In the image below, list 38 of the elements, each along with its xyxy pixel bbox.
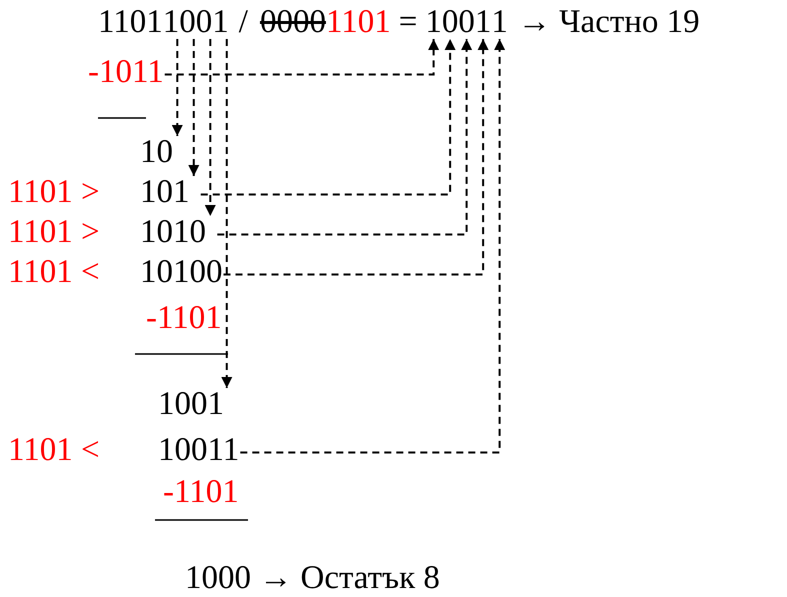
math-text: 1101: [98, 6, 163, 39]
dashed-arrow: [164, 39, 440, 76]
dashed-arrow: [188, 39, 200, 176]
math-text: 1101 >: [8, 216, 100, 249]
number-text: 0: [458, 6, 475, 39]
math-text: 1101: [326, 6, 391, 39]
math-text: =: [398, 6, 418, 39]
dashed-arrow: [221, 39, 232, 388]
math-text: /: [238, 6, 248, 39]
number-text: 10100: [140, 256, 222, 289]
number-text: 0: [442, 6, 458, 39]
number-text: 1: [425, 6, 442, 39]
math-text: 0000: [260, 6, 326, 39]
math-text: 1101 <: [8, 256, 100, 289]
number-text: 0: [196, 6, 212, 39]
math-text: -1101: [146, 302, 222, 335]
number-text: 10: [140, 136, 184, 169]
math-text: 1101 <: [8, 434, 100, 467]
number-text: 1: [474, 6, 492, 39]
number-text: 0: [179, 6, 196, 39]
number-text: 1010: [140, 216, 216, 249]
number-text: 1001: [158, 388, 233, 421]
dashed-arrow: [172, 39, 183, 136]
number-text: 1: [162, 6, 180, 39]
number-text: 10011: [158, 434, 240, 467]
dashed-arrow: [200, 39, 456, 196]
math-text: 1000 → Остатък 8: [185, 562, 440, 595]
number-text: -1011: [88, 56, 164, 89]
math-text: -1101: [163, 476, 239, 509]
dashed-arrow: [224, 39, 489, 276]
dashed-arrow: [240, 39, 506, 454]
dashed-arrow: [204, 39, 216, 216]
dashed-arrow: [217, 39, 472, 236]
number-text: 101: [140, 176, 200, 209]
number-text: 1: [212, 6, 229, 39]
math-text: → Частно 19: [518, 6, 700, 39]
number-text: 1: [491, 6, 508, 39]
math-text: 1101 >: [8, 176, 100, 209]
